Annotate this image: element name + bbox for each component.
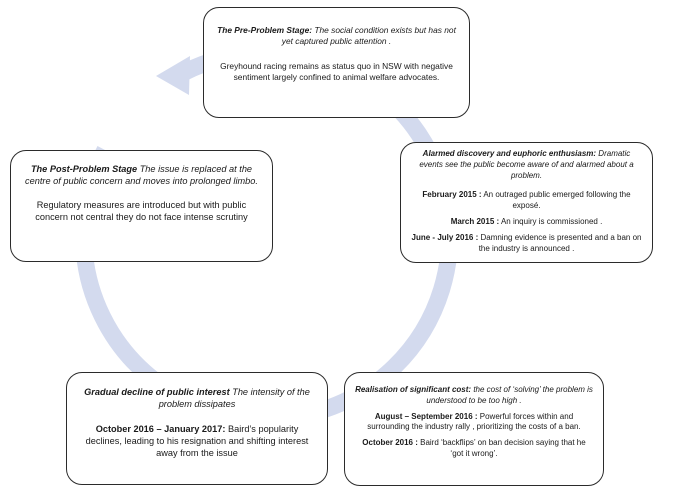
gradual-decline-desc: The intensity of the problem dissipates xyxy=(158,387,310,409)
event-date: October 2016 – January 2017: xyxy=(95,423,226,434)
pre-problem-stage-box: The Pre-Problem Stage: The social condit… xyxy=(203,7,470,118)
alarmed-desc: Dramatic events see the public become aw… xyxy=(419,149,634,180)
alarmed-event: February 2015 : An outraged public emerg… xyxy=(411,190,642,212)
event-text: An inquiry is commissioned . xyxy=(500,216,603,226)
realisation-heading: Realisation of significant cost: the cos… xyxy=(355,385,593,407)
alarmed-event: March 2015 : An inquiry is commissioned … xyxy=(411,217,642,228)
gradual-decline-heading: Gradual decline of public interest The i… xyxy=(77,387,317,411)
event-date: March 2015 : xyxy=(450,216,500,226)
pre-problem-body: Greyhound racing remains as status quo i… xyxy=(220,60,453,83)
event-date: August – September 2016 : xyxy=(374,411,478,421)
event-text: Powerful forces within and surrounding t… xyxy=(367,411,581,432)
event-text: Baird’s popularity declines, leading to … xyxy=(85,423,309,458)
realisation-title: Realisation of significant cost: xyxy=(355,385,472,394)
event-date: February 2015 : xyxy=(422,190,482,200)
event-date: October 2016 : xyxy=(362,438,418,448)
event-text: An outraged public emerged following the… xyxy=(483,190,631,211)
gradual-decline-title: Gradual decline of public interest xyxy=(84,387,230,397)
event-date: June - July 2016 : xyxy=(411,232,479,242)
alarmed-event: June - July 2016 : Damning evidence is p… xyxy=(411,233,642,255)
cycle-arrowhead-icon xyxy=(156,56,190,95)
post-problem-stage-box: The Post-Problem Stage The issue is repl… xyxy=(10,150,273,262)
gradual-decline-box: Gradual decline of public interest The i… xyxy=(66,372,328,485)
pre-problem-heading: The Pre-Problem Stage: The social condit… xyxy=(214,25,459,48)
alarmed-discovery-box: Alarmed discovery and euphoric enthusias… xyxy=(400,142,653,263)
pre-problem-desc: The social condition exists but has not … xyxy=(281,25,456,47)
alarmed-title: Alarmed discovery and euphoric enthusias… xyxy=(422,149,597,158)
post-problem-desc: The issue is replaced at the centre of p… xyxy=(25,164,258,187)
pre-problem-title: The Pre-Problem Stage: xyxy=(217,25,313,35)
gradual-decline-event: October 2016 – January 2017: Baird’s pop… xyxy=(77,424,317,460)
alarmed-heading: Alarmed discovery and euphoric enthusias… xyxy=(411,149,642,181)
post-problem-title: The Post-Problem Stage xyxy=(30,164,138,174)
event-text: Baird ‘backflips’ on ban decision saying… xyxy=(420,438,586,458)
post-problem-body: Regulatory measures are introduced but w… xyxy=(35,200,248,223)
realisation-event: October 2016 : Baird ‘backflips’ on ban … xyxy=(355,438,593,460)
realisation-desc: the cost of ‘solving’ the problem is und… xyxy=(426,385,593,405)
realisation-event: August – September 2016 : Powerful force… xyxy=(355,412,593,434)
event-text: Damning evidence is presented and a ban … xyxy=(478,232,642,253)
realisation-cost-box: Realisation of significant cost: the cos… xyxy=(344,372,604,486)
post-problem-heading: The Post-Problem Stage The issue is repl… xyxy=(21,163,262,187)
